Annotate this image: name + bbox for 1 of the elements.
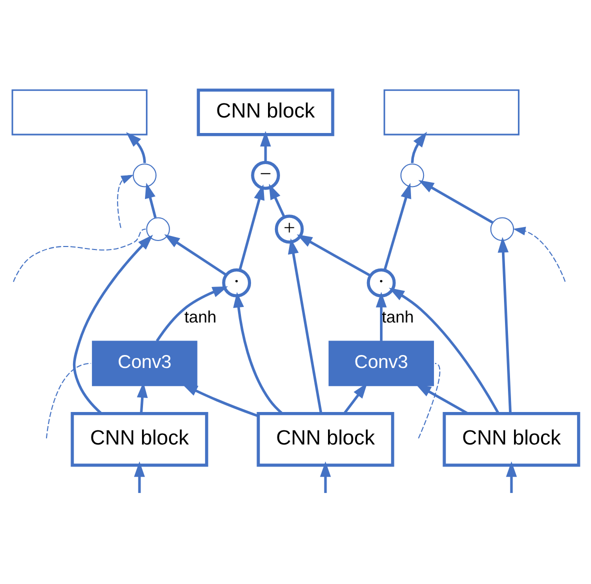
edge-label: tanh — [184, 307, 217, 326]
